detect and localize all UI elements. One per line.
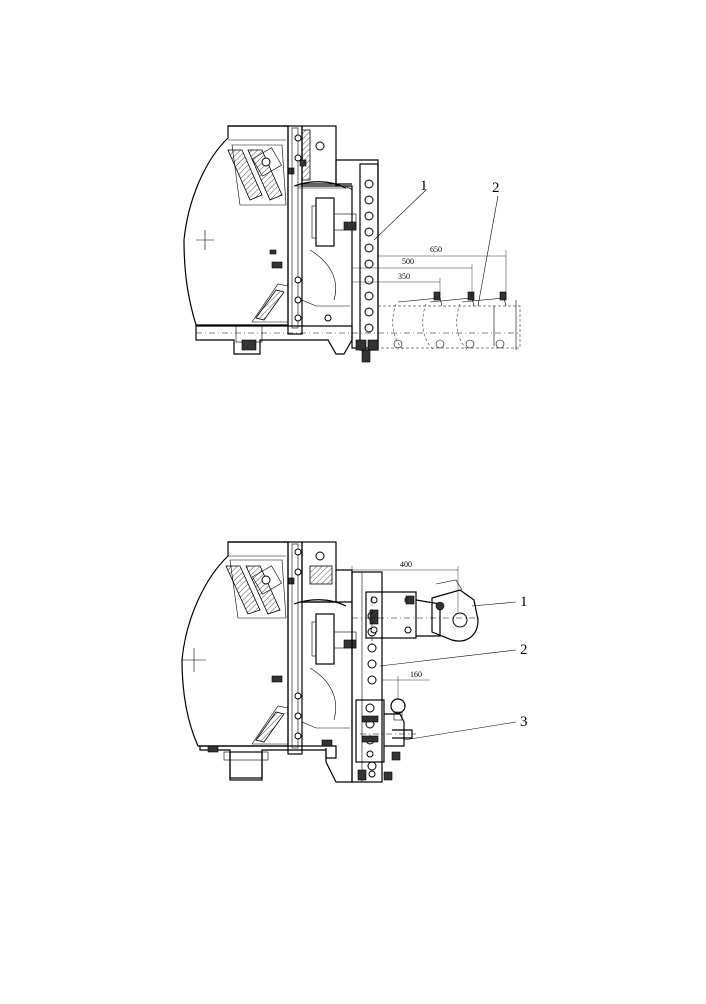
bottom-vertical-bracket (351, 571, 393, 783)
callout-number: 2 (492, 180, 500, 196)
top-assembly-drawing: 650 500 350 1 2 (183, 125, 521, 363)
dimension-label: 500 (402, 257, 414, 266)
top-tractor-housing (183, 125, 295, 326)
callout-number: 2 (520, 642, 528, 658)
bottom-base-beam (199, 739, 337, 781)
dimension-label: 160 (410, 670, 422, 679)
bottom-tractor-housing (181, 541, 295, 747)
bottom-mounting-plate (287, 541, 357, 783)
dimension-label: 350 (398, 272, 410, 281)
bottom-callouts: 1 2 3 (379, 594, 528, 741)
callout-number: 1 (420, 178, 428, 194)
top-base-beam (195, 325, 520, 355)
callout-number: 3 (520, 714, 528, 730)
top-callouts: 1 2 (373, 178, 500, 307)
bottom-lower-hitch (355, 698, 416, 763)
dimension-label: 650 (430, 245, 442, 254)
bottom-assembly-drawing: 400 160 1 2 3 (181, 541, 528, 783)
top-drawbar-positions (378, 291, 521, 351)
dimension-label: 400 (400, 560, 412, 569)
bottom-upper-hitch (352, 579, 482, 646)
top-dimensions: 650 500 350 (351, 245, 507, 300)
top-vertical-bracket (293, 163, 379, 363)
top-mounting-plate (287, 125, 379, 349)
callout-number: 1 (520, 594, 528, 610)
bottom-dimensions: 400 160 (351, 560, 459, 700)
